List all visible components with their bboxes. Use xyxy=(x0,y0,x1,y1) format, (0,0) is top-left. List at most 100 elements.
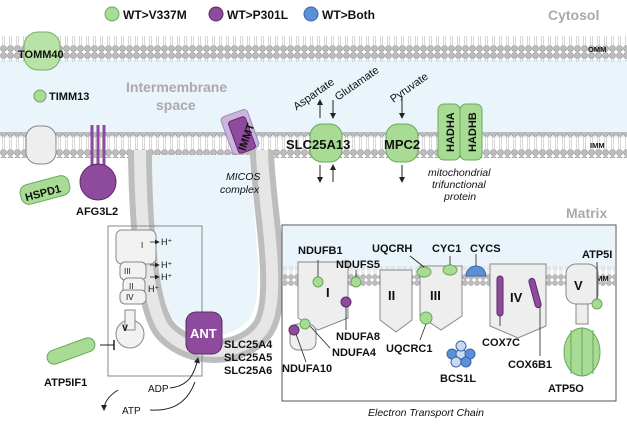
tomm40-label: TOMM40 xyxy=(18,49,64,61)
cox6b1-marker xyxy=(528,277,542,309)
hplus-1: H⁺ xyxy=(161,237,172,247)
small-complex-iv-label: IV xyxy=(126,293,134,302)
cox6b1-label: COX6B1 xyxy=(508,359,552,371)
ndufa4-label: NDUFA4 xyxy=(332,347,377,359)
omm-label: OMM xyxy=(588,45,606,54)
ant: ANT SLC25A4 SLC25A5 SLC25A6 xyxy=(185,311,273,377)
adp-label: ADP xyxy=(148,384,169,395)
bcs1l-sub-5 xyxy=(460,356,472,368)
mpc2-label: MPC2 xyxy=(384,137,420,152)
uqcrc1-label: UQCRC1 xyxy=(386,343,432,355)
etc-imm-label: IMM xyxy=(594,274,609,283)
legend-swatch-p301l xyxy=(208,6,224,22)
small-complex-v-label: V xyxy=(122,323,128,333)
mpc2-shape xyxy=(385,123,419,163)
ndufa8-label: NDUFA8 xyxy=(336,331,380,343)
ndufa10-label: NDUFA10 xyxy=(282,363,332,375)
uqcrc1-marker xyxy=(419,311,433,325)
cyc1-label: CYC1 xyxy=(432,243,461,255)
complex-ii-label: II xyxy=(388,288,395,303)
slc25a4-label: SLC25A4 xyxy=(224,339,273,351)
etc-caption: Electron Transport Chain xyxy=(368,407,484,419)
mtp-label-2: trifunctional xyxy=(432,179,486,191)
ant-label: ANT xyxy=(190,326,217,341)
cytosol-label: Cytosol xyxy=(548,7,599,23)
small-complex-iii-label: III xyxy=(124,267,131,276)
atp5if1: ATP5IF1 xyxy=(44,337,115,389)
crista-etc-box xyxy=(107,225,203,377)
timm13-marker xyxy=(33,89,47,103)
ndufa8-marker xyxy=(340,296,352,308)
afg3l2: AFG3L2 xyxy=(76,125,118,218)
ant-shape xyxy=(185,311,223,355)
hadhb-shape xyxy=(459,103,483,161)
crista-etc-inset: I III II IV H⁺ H⁺ H⁺ H⁺ V xyxy=(107,225,203,377)
bcs1l-label: BCS1L xyxy=(440,373,476,385)
atp5if1-label: ATP5IF1 xyxy=(44,377,87,389)
ndufa10-marker xyxy=(288,324,300,336)
atp-arrow xyxy=(149,381,196,411)
ndufa4-marker xyxy=(299,318,311,330)
small-complex-v-stalk xyxy=(124,309,136,331)
slc25a5-label: SLC25A5 xyxy=(224,352,272,364)
mtp-label-1: mitochondrial xyxy=(428,167,491,179)
slc25a13-shape xyxy=(309,123,343,163)
hplus-4: H⁺ xyxy=(148,284,159,294)
legend-label-p301l: WT>P301L xyxy=(227,8,288,22)
mtp-label-3: protein xyxy=(443,191,476,203)
small-complex-ii-label: II xyxy=(129,282,133,291)
small-complex-iv xyxy=(119,289,147,305)
legend-label-both: WT>Both xyxy=(322,8,375,22)
tomm40-shape xyxy=(23,31,61,71)
complex-v-label: V xyxy=(574,278,583,293)
micos-label-2: complex xyxy=(220,184,260,196)
atp5o-label: ATP5O xyxy=(548,383,584,395)
outer-membrane xyxy=(0,36,627,62)
legend-swatch-both xyxy=(303,6,319,22)
adp-arrow xyxy=(169,357,200,389)
uqcrh-leader xyxy=(409,255,425,268)
slc25a6-label: SLC25A6 xyxy=(224,365,272,377)
uqcrh-label: UQCRH xyxy=(372,243,412,255)
bcs1l-marker xyxy=(446,340,476,368)
complex-i-label: I xyxy=(326,285,330,300)
complex-iv-label: IV xyxy=(510,290,523,305)
afg3l2-shape xyxy=(79,163,117,201)
atp5i-label: ATP5I xyxy=(582,249,612,261)
uqcrc1-leader xyxy=(419,323,427,341)
atp5if1-shape xyxy=(46,337,96,365)
small-complex-i-label: I xyxy=(141,241,143,250)
slc25a13-label: SLC25A13 xyxy=(286,137,350,152)
cycs-label: CYCS xyxy=(470,243,501,255)
atp-out-arrow xyxy=(101,389,119,411)
matrix-label: Matrix xyxy=(566,205,607,221)
hspd1-shape xyxy=(19,175,71,205)
imm-label: IMM xyxy=(590,141,605,150)
micos-label-1: MICOS xyxy=(226,171,260,183)
ndufb1-label: NDUFB1 xyxy=(298,245,343,257)
legend: WT>V337M WT>P301L WT>Both xyxy=(104,6,375,22)
tomm40: TOMM40 xyxy=(18,31,64,71)
complex-ii-shape xyxy=(379,269,413,333)
crista-lumen xyxy=(152,155,258,336)
cyc1-marker xyxy=(442,264,458,276)
legend-label-v337m: WT>V337M xyxy=(123,8,187,22)
intermembrane-label: Intermembrane xyxy=(126,79,227,95)
complex-iii-label: III xyxy=(430,288,441,303)
legend-swatch-v337m xyxy=(104,6,120,22)
hspd1: HSPD1 xyxy=(19,175,71,205)
afg3l2-label: AFG3L2 xyxy=(76,206,118,218)
bcs1l-sub-6 xyxy=(455,340,467,352)
immt-shape xyxy=(228,116,256,154)
complex-v-stalk xyxy=(575,303,589,325)
cox7c-label: COX7C xyxy=(482,337,520,349)
ndufb1-marker xyxy=(312,276,324,288)
imm-transporter-shape xyxy=(25,125,57,165)
bcs1l-sub-4 xyxy=(450,356,462,368)
mtp: HADHA HADHB mitochondrial trifunctional … xyxy=(428,103,491,203)
ndufs5-marker xyxy=(350,276,362,288)
small-complex-i xyxy=(115,229,157,265)
cycs-marker xyxy=(465,265,487,277)
